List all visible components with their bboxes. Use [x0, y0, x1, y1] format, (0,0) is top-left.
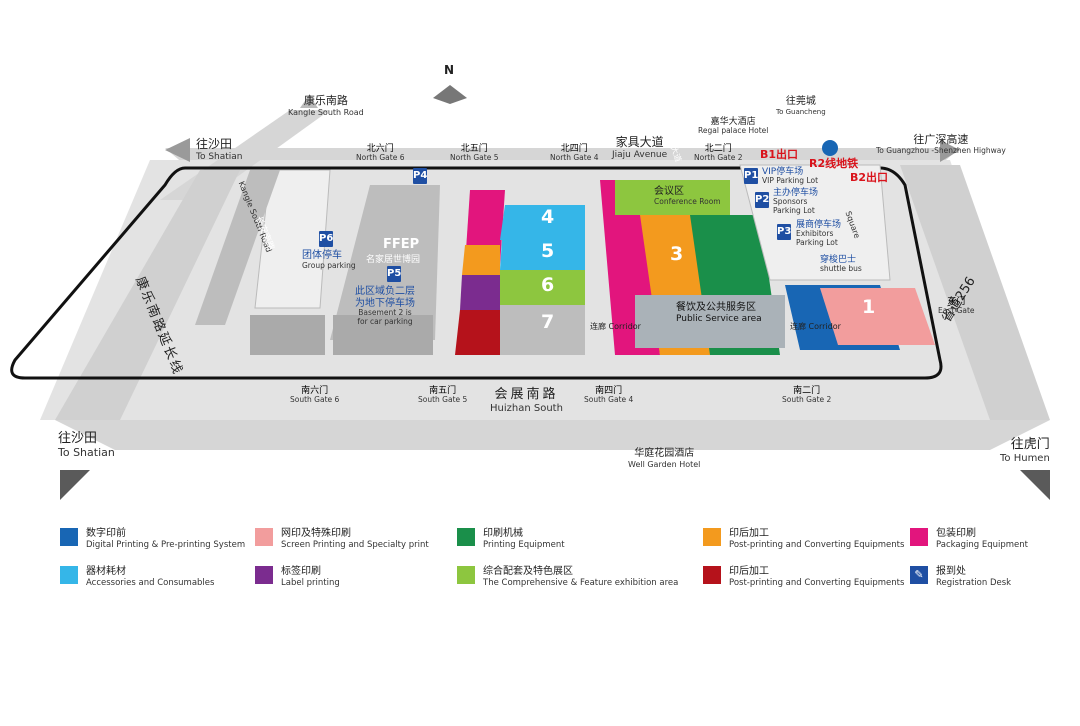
hall5-block: [500, 240, 585, 270]
regal-hotel-label: 嘉华大酒店 Regal palace Hotel: [698, 117, 769, 136]
parking-p1-icon: P1: [744, 168, 758, 184]
compass-icon: [433, 85, 467, 104]
arrow-shatian-bottom: [60, 470, 90, 500]
conference-block: [615, 180, 730, 215]
hall-6-number: 6: [541, 274, 555, 296]
hall-orange-left: [462, 245, 500, 275]
long-strip-left: [195, 170, 280, 325]
hall-1-number: 1: [862, 296, 876, 318]
wellgarden-hotel-label: 华庭花园酒店 Well Garden Hotel: [628, 448, 701, 469]
group-parking-block: [254, 169, 331, 309]
legend-swatch: [910, 528, 928, 546]
metro-b1-exit: B1出口: [760, 148, 799, 161]
jiaju-avenue-label: 家具大道 Jiaju Avenue: [612, 135, 668, 160]
corridor-left-label: 连廊 Corridor: [590, 322, 641, 331]
hall-3-number: 3: [670, 243, 684, 265]
legend-swatch: [457, 528, 475, 546]
hall-purple-left: [460, 275, 500, 310]
hall-5-number: 5: [541, 240, 555, 262]
hall4-block: [500, 205, 585, 240]
to-guancheng-label: 往莞城 To Guancheng: [776, 96, 826, 116]
parking-p2-icon: P2: [755, 192, 769, 208]
hall6-block: [500, 270, 585, 305]
legend-swatch: [255, 566, 273, 584]
arrow-highway: [940, 140, 960, 162]
hall7-block: [500, 305, 585, 355]
arrow-shatian-top: [165, 138, 190, 162]
legend-swatch: [703, 566, 721, 584]
ffep-block: [330, 185, 440, 340]
corridor-right-label: 连廊 Corridor: [790, 322, 841, 331]
legend-swatch: [60, 528, 78, 546]
parking-p4-icon: P4: [413, 168, 427, 184]
parking-p6-icon: P6: [319, 231, 333, 247]
hall-red-left: [455, 310, 500, 355]
legend-swatch: [255, 528, 273, 546]
hall-4-number: 4: [541, 206, 555, 228]
parking-p3-icon: P3: [777, 224, 791, 240]
hall-7-number: 7: [541, 311, 555, 333]
arrow-humen: [1020, 470, 1050, 500]
to-shatian-bottom-label: 往沙田 To Shatian: [58, 431, 115, 459]
parking-p5-icon: P5: [387, 266, 401, 282]
hall1-pink: [820, 288, 935, 345]
ffep-logo: FFEP: [383, 237, 420, 252]
compass-label: N: [444, 63, 455, 77]
ffep-name: 名家居世博园: [366, 255, 421, 265]
block-mid-bottom: [333, 315, 433, 355]
service-block: [635, 295, 785, 348]
loop-road: [10, 166, 943, 380]
parking-p5-label: 此区域负二层 为地下停车场 Basement 2 is for car park…: [355, 286, 415, 326]
arrow-kangle: [300, 95, 318, 108]
road-right: [900, 165, 1050, 420]
block-left-bottom: [250, 315, 325, 355]
metro-r2-line: R2线地铁: [809, 157, 859, 170]
to-shatian-top-label: 往沙田 To Shatian: [196, 137, 243, 162]
road-left: [55, 170, 240, 420]
legend-swatch: [60, 566, 78, 584]
huizhan-road-label: 会展南路 Huizhan South: [490, 387, 563, 414]
metro-icon: [822, 140, 838, 156]
registration-icon: ✎: [910, 566, 928, 584]
road-kangle-label: 康乐南路 Kangle South Road: [288, 94, 364, 117]
legend-swatch: [457, 566, 475, 584]
to-highway-label: 往广深高速 To Guangzhou -Shenzhen Highway: [876, 133, 1006, 155]
right-parking: [739, 164, 891, 281]
legend-swatch: [703, 528, 721, 546]
to-humen-label: 往虎门 To Humen: [1000, 437, 1050, 464]
road-bottom: [55, 420, 1050, 450]
metro-b2-exit: B2出口: [850, 171, 889, 184]
